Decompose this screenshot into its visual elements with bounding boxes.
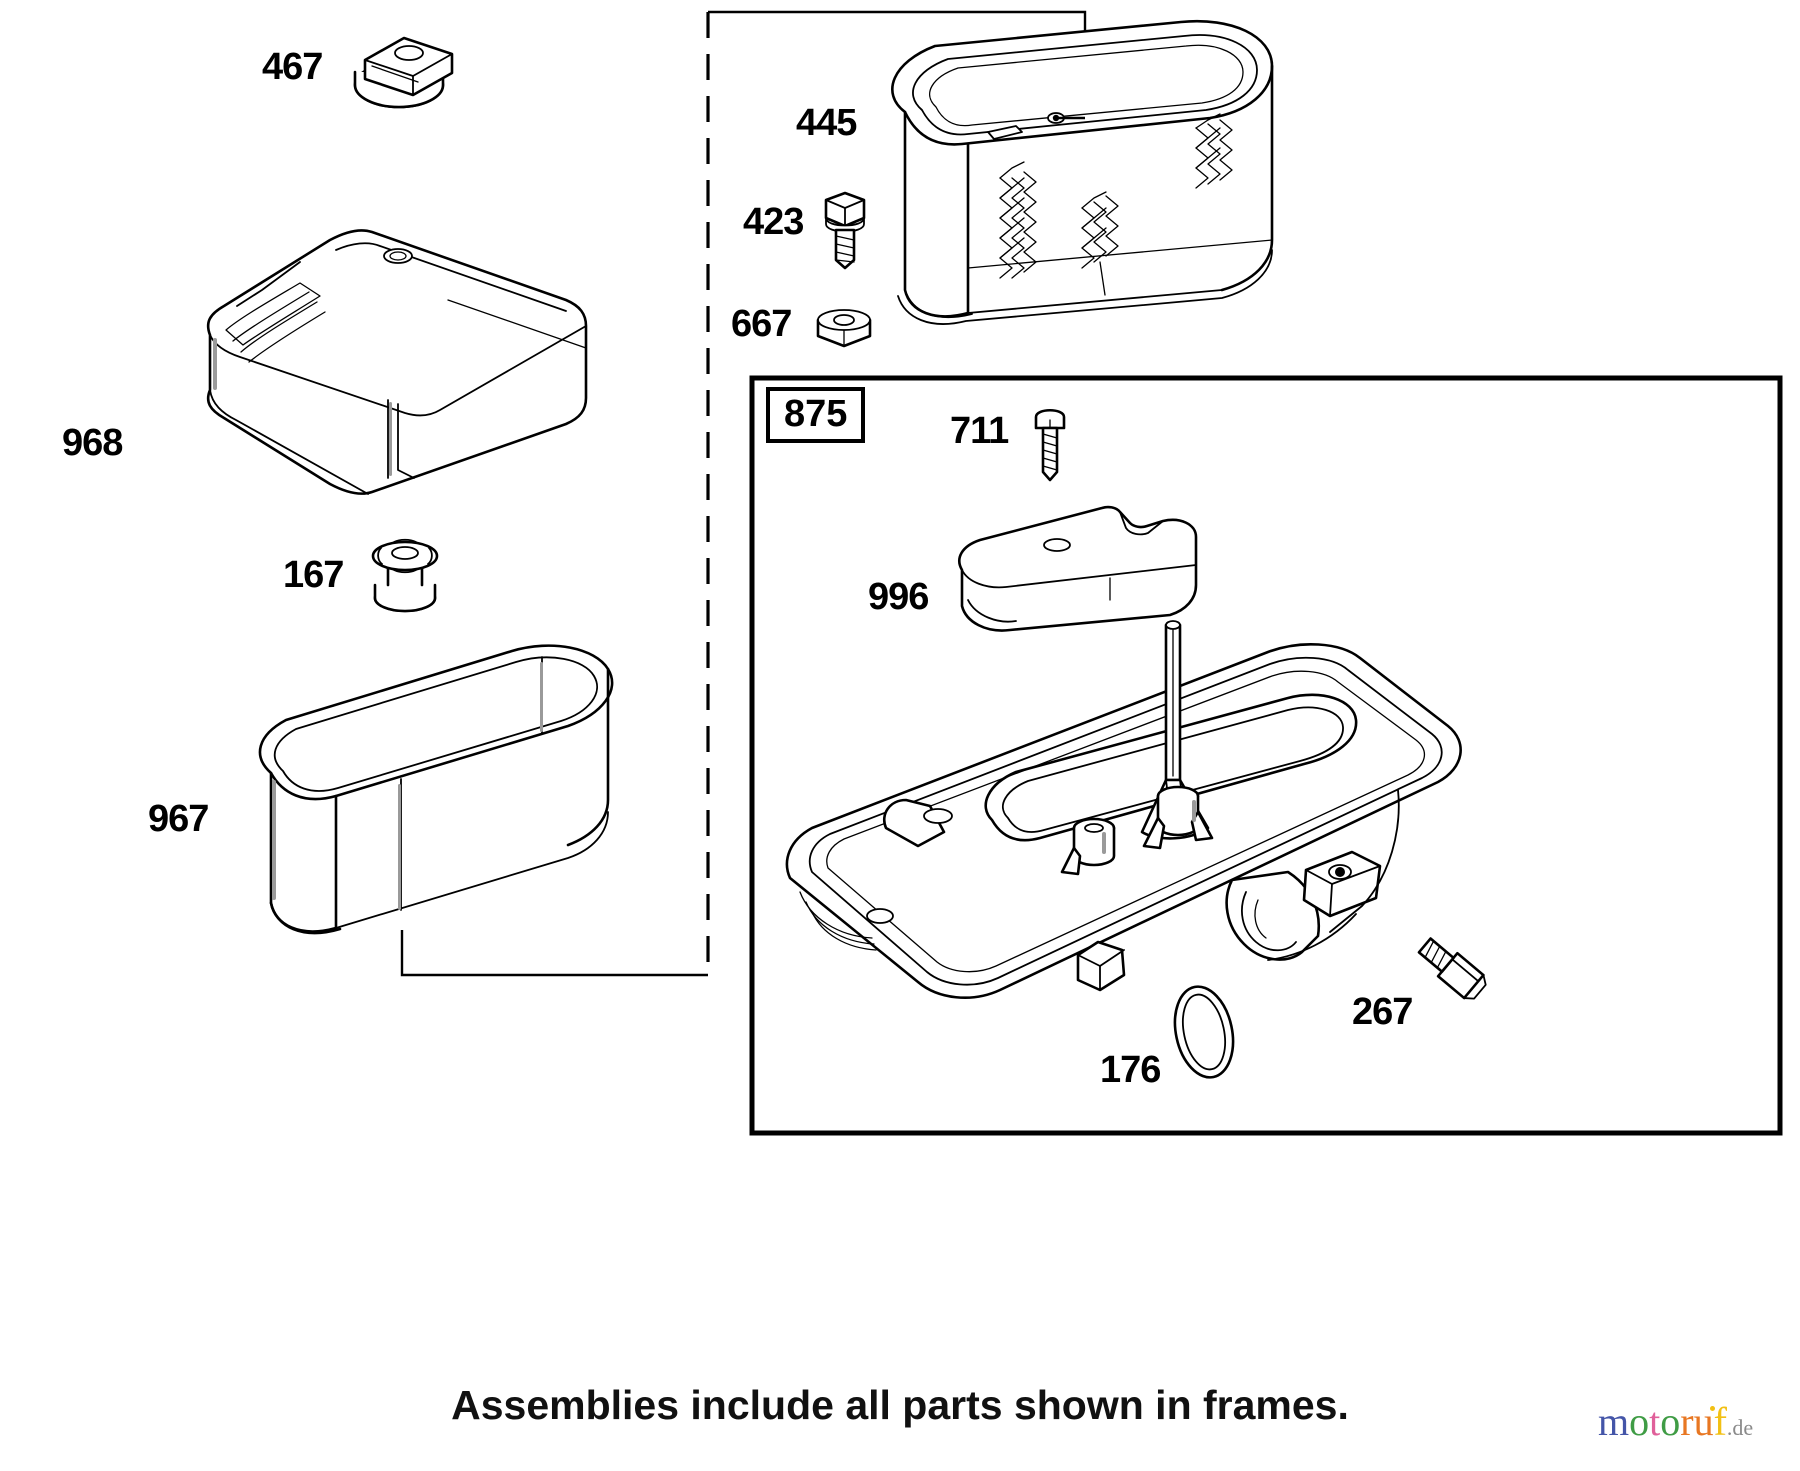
part-label-996: 996 [868,576,929,618]
part-label-176: 176 [1100,1049,1161,1091]
part-label-267: 267 [1352,991,1413,1033]
part-445-air-filter-cartridge [891,19,1274,325]
part-label-711: 711 [950,410,1009,452]
part-996-breather-cover [958,505,1198,632]
watermark-dot [1710,1406,1715,1411]
solid-assembly-frame [749,375,1783,1136]
part-267-mounting-screw [1417,937,1487,1000]
watermark-suffix: .de [1726,1415,1754,1440]
part-167-grommet-spacer [371,538,439,613]
part-label-445: 445 [796,102,857,144]
part-label-667: 667 [731,303,792,345]
diagram-caption: Assemblies include all parts shown in fr… [451,1382,1349,1428]
watermark-letter-u: u [1693,1399,1714,1444]
part-label-967: 967 [148,798,209,840]
part-air-cleaner-base-housing [785,620,1462,999]
part-423-hex-flange-screw [824,191,866,270]
watermark-letter-m: m [1598,1399,1630,1444]
part-176-o-ring [1173,985,1235,1079]
watermark-letter-o2: o [1660,1399,1681,1444]
watermark-letter-r: r [1680,1399,1694,1444]
part-label-467: 467 [262,46,323,88]
part-711-self-tapping-screw [1034,408,1066,482]
part-label-968: 968 [62,422,123,464]
part-label-423: 423 [743,201,804,243]
part-968-air-cleaner-cover [206,229,588,495]
watermark-letter-f: f [1713,1399,1727,1444]
watermark-letter-o1: o [1629,1399,1650,1444]
watermark-letter-t: t [1649,1399,1661,1444]
part-967-foam-precleaner [258,644,614,935]
motoruf-watermark: motoruf.de [1598,1402,1753,1442]
assembly-frame-tag-875: 875 [766,387,866,443]
part-667-hex-nut [816,309,872,348]
part-467-knob-cap [353,36,454,109]
part-label-167: 167 [283,554,344,596]
